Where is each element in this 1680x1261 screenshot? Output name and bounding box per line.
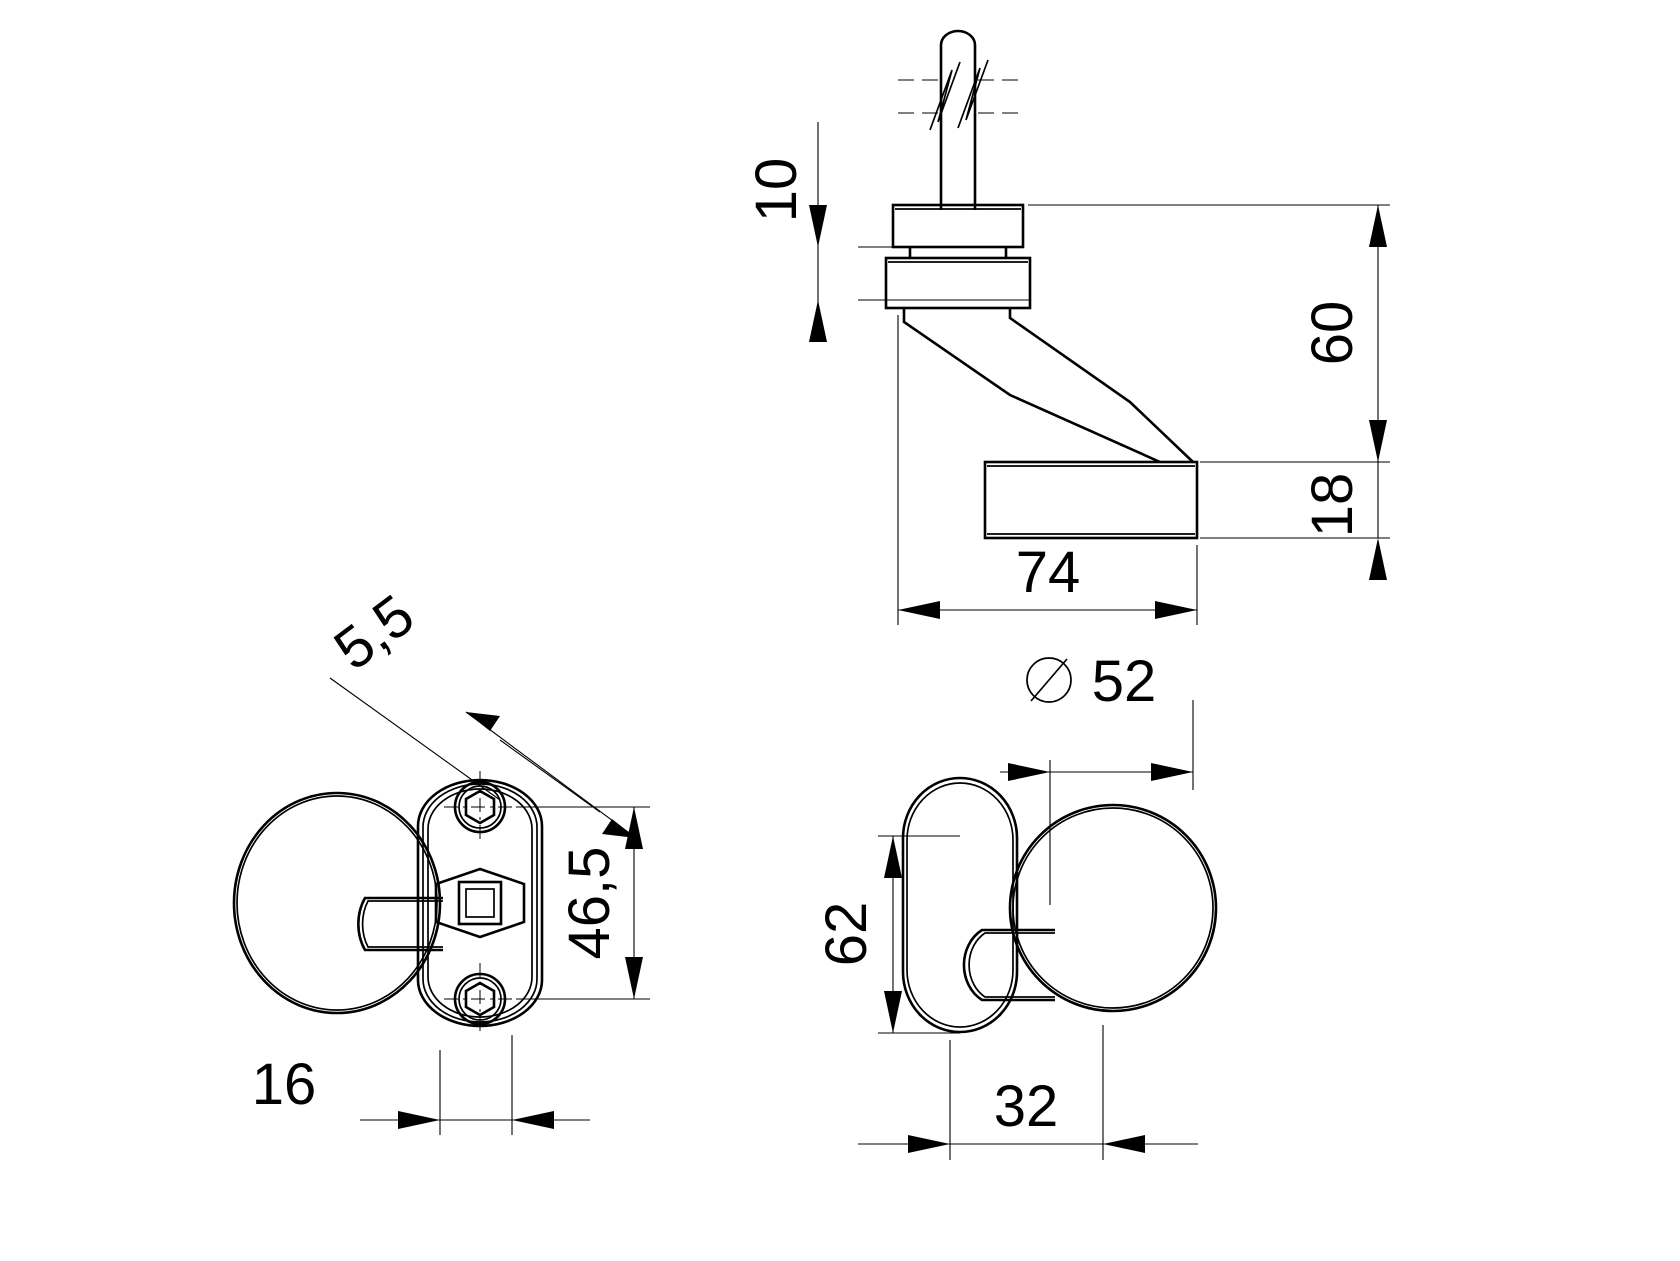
dimension-label-52: 52 — [1092, 649, 1157, 714]
dimension-32: 32 — [858, 1025, 1198, 1160]
dimension-16: 16 — [252, 1035, 590, 1135]
dimension-60: 60 — [1028, 204, 1390, 463]
knob-neck — [357, 896, 443, 952]
knob-neck-front — [962, 928, 1055, 1002]
rosette-plate-plan — [416, 778, 544, 1028]
collar-neck — [908, 247, 1008, 258]
knob-plan-circle — [232, 791, 442, 1015]
view-side-elevation: 10 60 18 74 — [744, 29, 1390, 625]
dimension-label-60: 60 — [1300, 301, 1365, 366]
spindle — [898, 29, 1018, 210]
dimension-74: 74 — [897, 315, 1198, 625]
fixing-screw-bottom — [444, 963, 516, 1035]
upper-collar — [891, 203, 1025, 249]
knob-front-circle — [1008, 803, 1218, 1013]
rosette-plate-front — [901, 776, 1019, 1034]
dimension-label-46-5: 46,5 — [557, 847, 622, 960]
spindle-hex-nut — [434, 867, 526, 939]
lower-boss — [884, 256, 1032, 310]
fixing-screw-top — [444, 771, 516, 843]
dimension-label-74: 74 — [1016, 540, 1081, 605]
dimension-46-5: 46,5 — [516, 806, 650, 1000]
dimension-62: 62 — [814, 835, 960, 1034]
lever-arm — [902, 308, 1194, 464]
view-top-plan: 5,5 46,5 16 — [232, 582, 650, 1135]
dimension-label-16: 16 — [252, 1052, 317, 1117]
dimension-label-32: 32 — [994, 1074, 1059, 1139]
dimension-label-18: 18 — [1300, 473, 1365, 538]
dimension-18: 18 — [1200, 462, 1390, 580]
dimension-label-5-5: 5,5 — [323, 582, 427, 682]
diameter-symbol-icon — [1026, 657, 1072, 703]
base-plate — [983, 460, 1199, 540]
dimension-label-62: 62 — [814, 902, 879, 967]
dimension-dia-52: 52 — [1000, 649, 1194, 905]
view-front-elevation: 52 62 32 — [814, 649, 1218, 1160]
dimension-10: 10 — [744, 122, 1030, 342]
dimension-label-10: 10 — [744, 158, 809, 223]
